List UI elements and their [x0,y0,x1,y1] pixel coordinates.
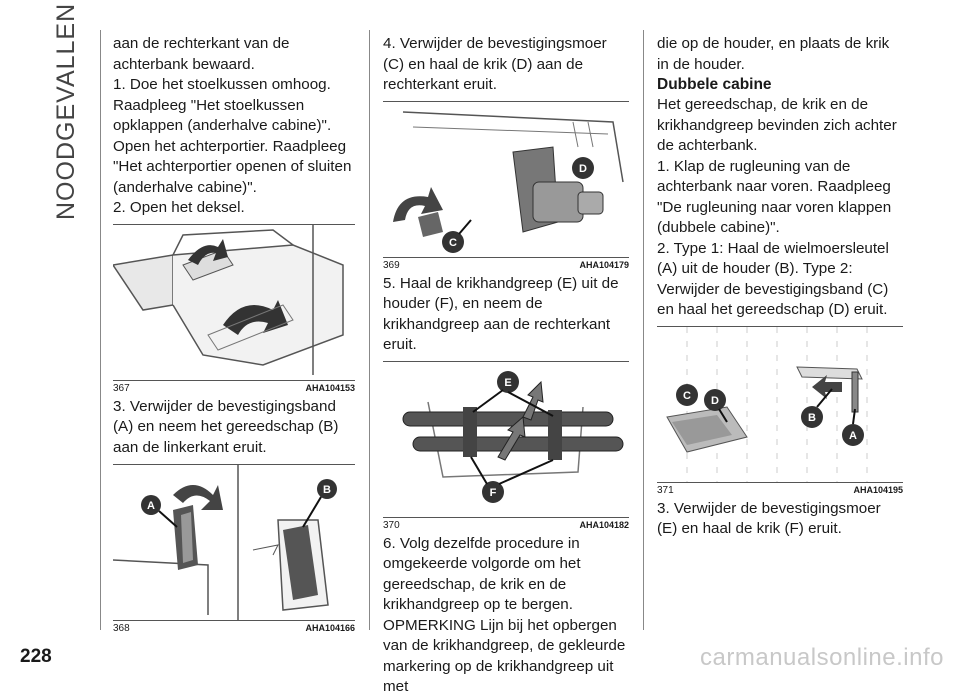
illustration: A B [113,465,337,620]
illustration: E F [402,370,624,503]
watermark: carmanualsonline.info [700,644,944,671]
paragraph: 5. Haal de krikhandgreep (E) uit de houd… [383,274,619,354]
label-d: D [711,395,719,407]
figure-367 [113,223,355,381]
paragraph: 2. Type 1: Haal de wielmoersleutel (A) u… [657,239,889,319]
column-2: 4. Verwijder de bevestigingsmoer (C) en … [383,34,629,698]
paragraph: 3. Verwijder de bevestigingsmoer (E) en … [657,499,881,538]
illustration: C D B A [666,326,868,482]
section-heading: Dubbele cabine [657,76,772,93]
paragraph: Open het achterportier. Raadpleeg "Het a… [113,137,352,196]
paragraph: Het gereedschap, de krik en de krikhandg… [657,96,897,154]
paragraph: die op de houder, en plaats de krik in d… [657,35,890,73]
figure-370: E F [383,360,629,518]
column-divider [643,30,644,630]
paragraph: aan de rechterkant van de achterbank bew… [113,35,290,73]
label-c: C [449,237,457,249]
label-a: A [849,430,857,442]
label-a: A [147,500,155,512]
label-b: B [808,412,816,424]
column-3: die op de houder, en plaats de krik in d… [657,34,903,540]
figure-369: D C [383,100,629,258]
page-number: 228 [20,646,52,667]
paragraph: 2. Open het deksel. [113,199,245,216]
figure-368: A B [113,464,355,621]
figure-371: C D B A [657,325,903,483]
label-d: D [579,163,587,175]
illustration [113,224,344,375]
paragraph: 1. Doe het stoelkussen omhoog. Raadpleeg… [113,76,332,134]
column-divider [100,30,101,630]
paragraph: 6. Volg dezelfde procedure in omgekeerde… [383,534,581,614]
label-c: C [683,390,691,402]
section-title: NOODGEVALLEN [52,2,80,220]
paragraph: OPMERKING Lijn bij het opbergen van de k… [383,616,626,696]
column-divider [369,30,370,630]
paragraph: 3. Verwijder de bevestigingsband (A) en … [113,397,339,456]
illustration: D C [393,110,624,253]
paragraph: 1. Klap de rugleuning van de achterbank … [657,157,892,237]
label-f: F [490,487,497,499]
label-e: E [504,377,511,389]
label-b: B [323,484,331,496]
paragraph: 4. Verwijder de bevestigingsmoer (C) en … [383,35,607,93]
column-1: aan de rechterkant van de achterbank bew… [113,34,355,637]
